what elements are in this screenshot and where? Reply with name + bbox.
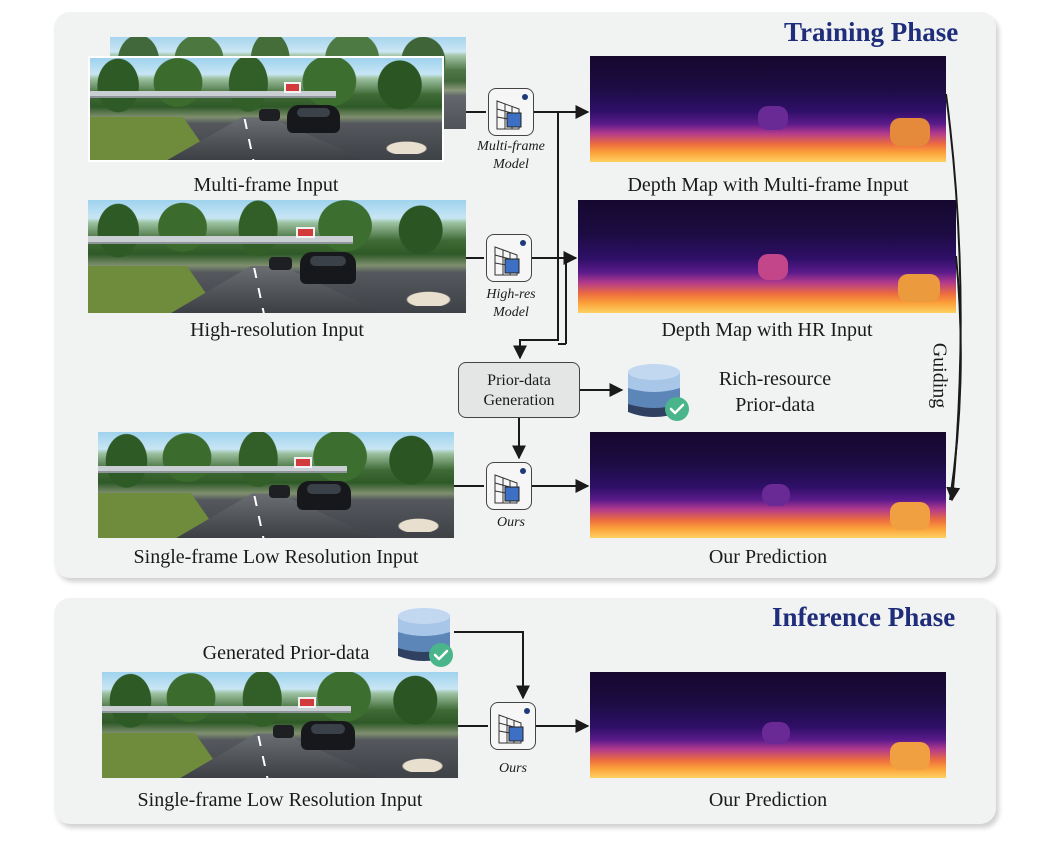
depth-hr-label: Depth Map with HR Input [661, 319, 873, 341]
multi-frame-model-icon [488, 88, 534, 136]
high-res-model-icon [486, 234, 532, 282]
single-frame-photo-train [98, 432, 454, 538]
ours-caption-train: Ours [496, 515, 525, 530]
multi-frame-photo [88, 56, 444, 162]
high-res-photo [88, 200, 466, 313]
rich-prior-label: Rich-resource Prior-data [718, 368, 832, 416]
ours-caption-infer: Ours [498, 761, 527, 776]
check-icon [428, 642, 454, 673]
single-frame-input-label-train: Single-frame Low Resolution Input [133, 546, 419, 568]
high-res-input-label: High-resolution Input [190, 319, 364, 341]
training-phase-title: Training Phase [784, 17, 959, 47]
ours-model-icon-infer [490, 702, 536, 750]
our-prediction-label-train: Our Prediction [708, 546, 828, 568]
single-frame-photo-infer [102, 672, 458, 778]
guiding-curve-2 [949, 255, 962, 501]
depth-map-our-prediction-train [590, 432, 946, 538]
depth-map-multi-frame [590, 56, 946, 162]
arrow-multi-to-prior [513, 112, 559, 360]
high-res-model-caption: High-res Model [486, 287, 536, 320]
inference-phase-title: Inference Phase [772, 602, 956, 632]
depth-map-hr [578, 200, 956, 313]
our-prediction-label-infer: Our Prediction [708, 789, 828, 811]
generated-prior-label: Generated Prior-data [202, 642, 370, 664]
ours-model-icon-train [486, 462, 532, 510]
multi-frame-input-label: Multi-frame Input [193, 174, 339, 196]
depth-map-our-prediction-infer [590, 672, 946, 778]
arrow-prior-to-ours-infer [454, 631, 530, 700]
multi-frame-model-caption: Multi-frame Model [477, 139, 545, 172]
prior-data-generation-box: Prior-data Generation [458, 362, 580, 418]
single-frame-input-label-infer: Single-frame Low Resolution Input [137, 789, 423, 811]
depth-multi-label: Depth Map with Multi-frame Input [627, 174, 909, 196]
check-icon [664, 396, 690, 427]
